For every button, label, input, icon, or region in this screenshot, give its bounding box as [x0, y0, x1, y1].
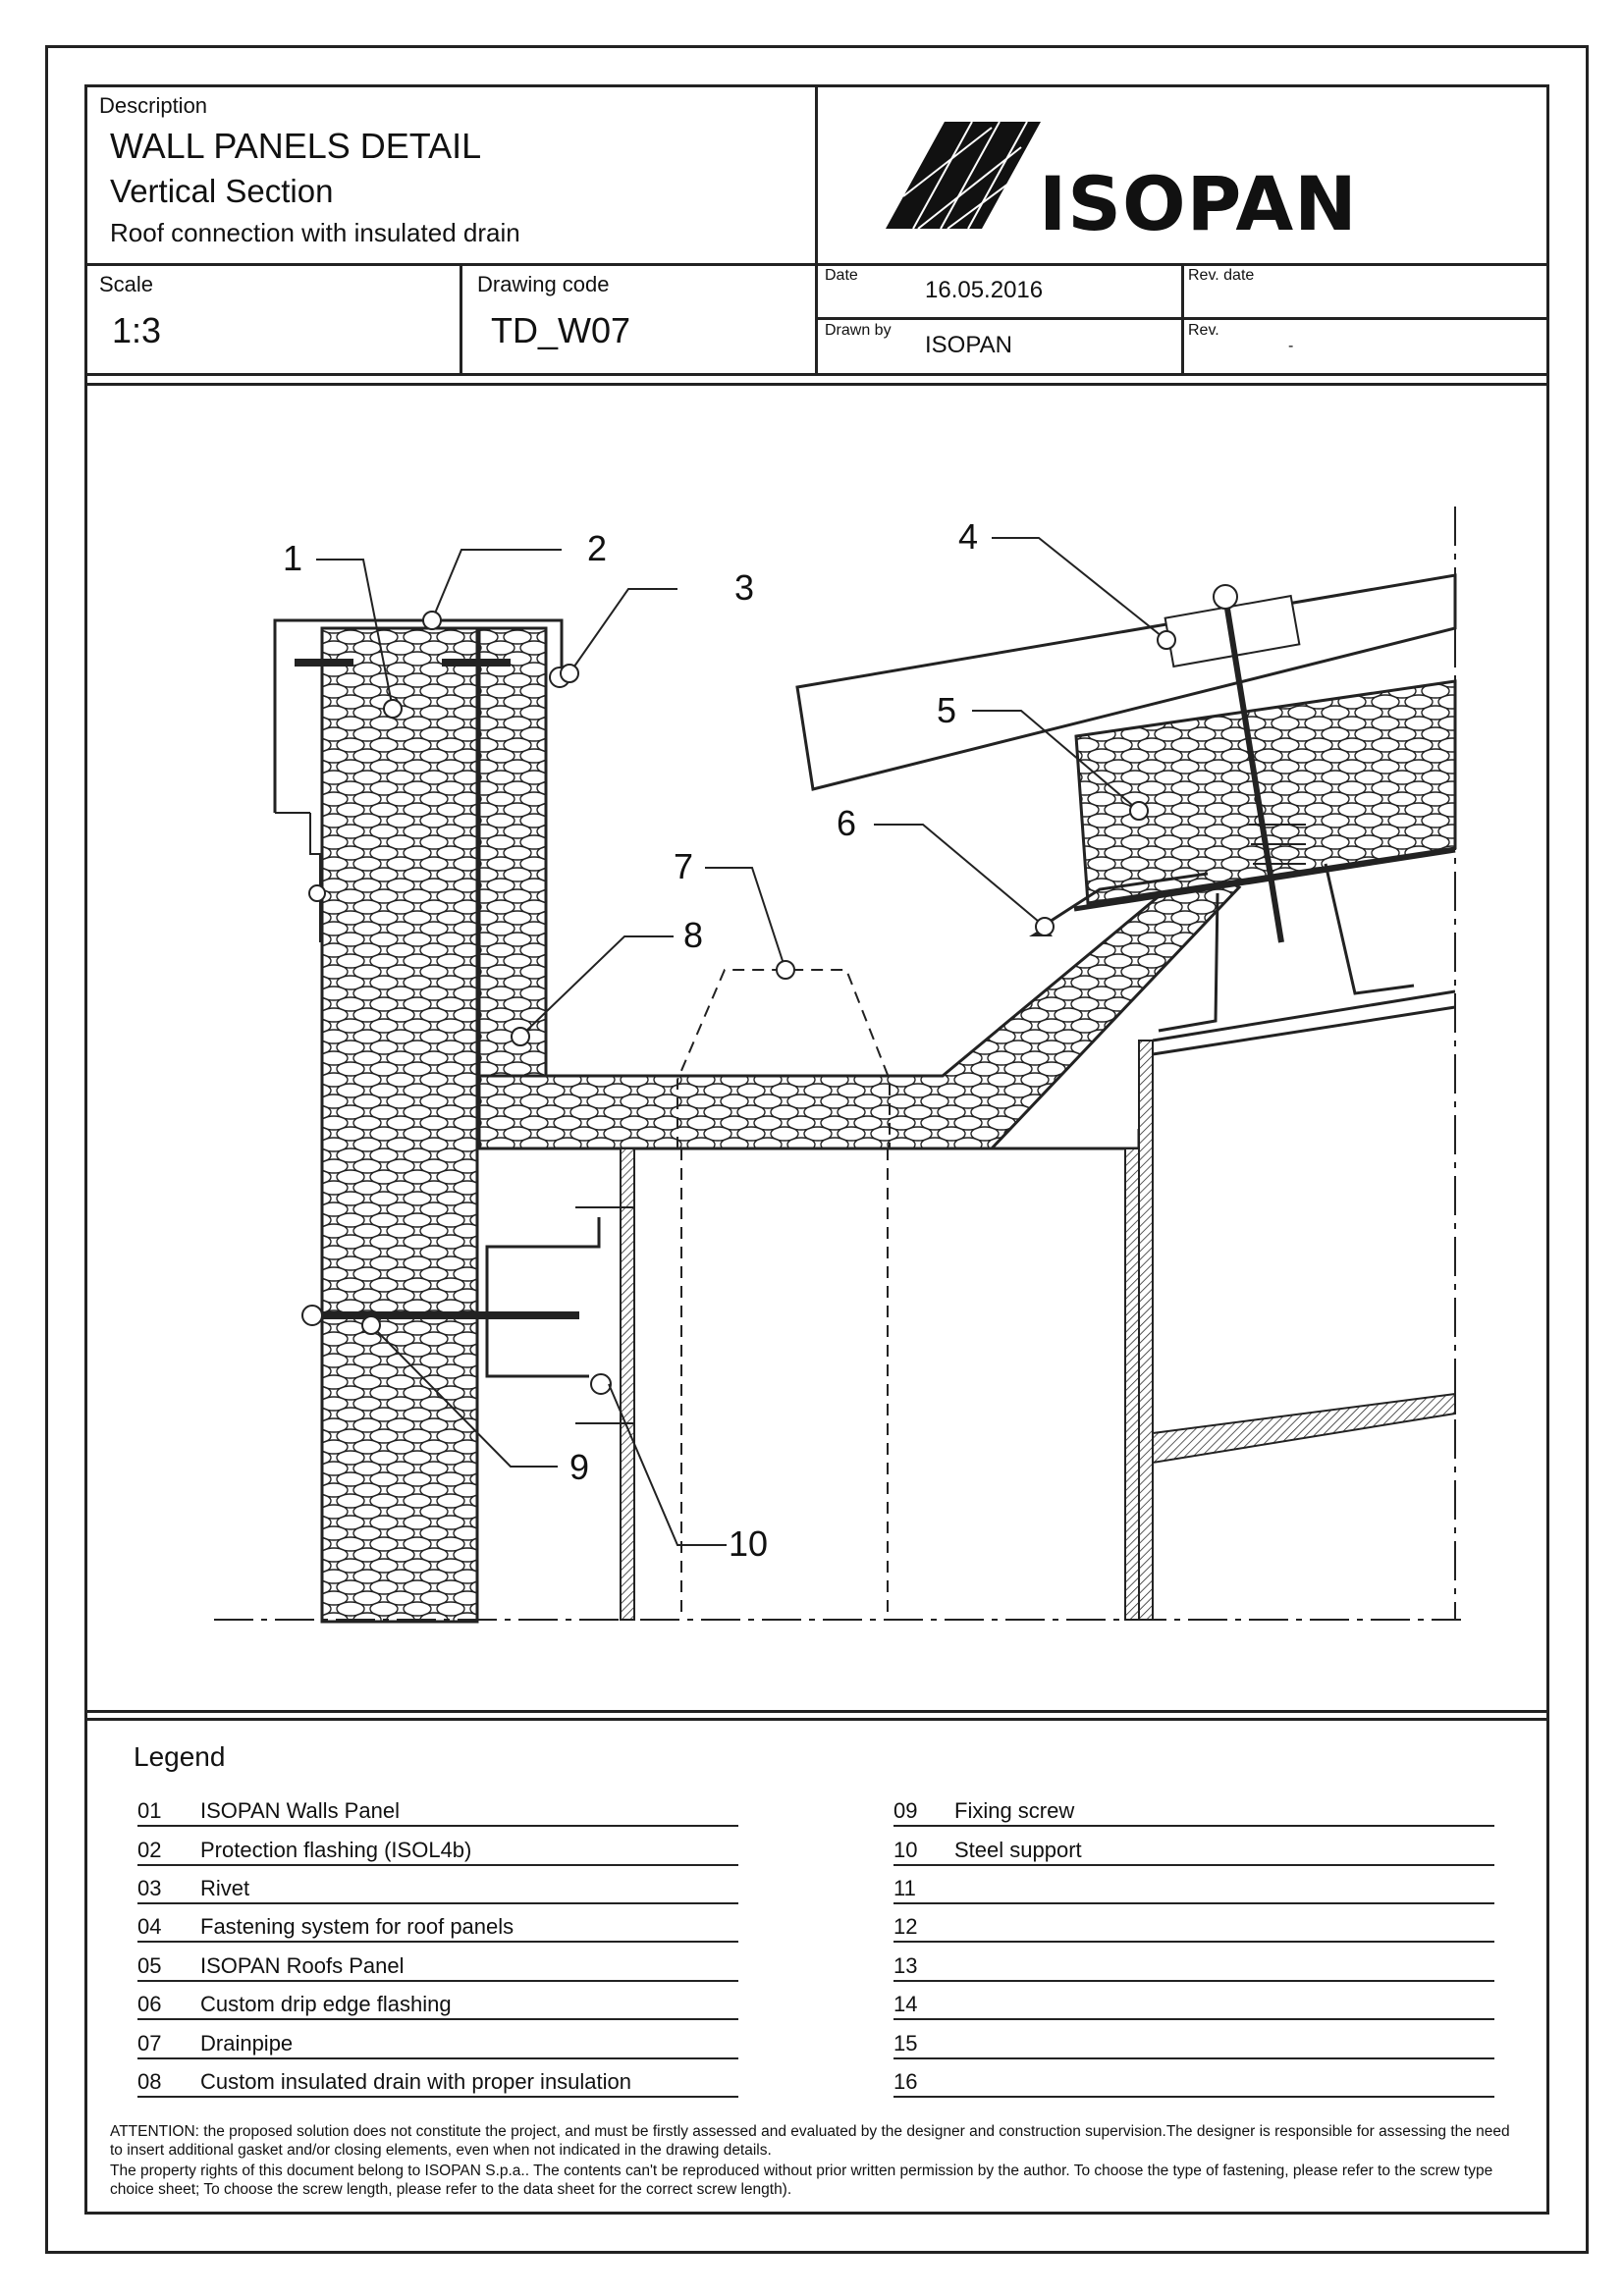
legend-line: [137, 1825, 738, 1827]
date-label: Date: [825, 267, 858, 284]
drawn-by-value: ISOPAN: [925, 332, 1012, 358]
title-divider-v2: [460, 263, 462, 373]
legend-num: 14: [893, 1992, 918, 2016]
legend-num: 15: [893, 2031, 918, 2056]
legend-text: Fastening system for roof panels: [200, 1914, 514, 1939]
legend-line: [893, 1980, 1494, 1982]
legend-line: [893, 1941, 1494, 1943]
legend-num: 01: [137, 1798, 162, 1823]
legend-text: Rivet: [200, 1876, 250, 1900]
callout-6: 6: [837, 803, 857, 843]
title-divider-h1: [84, 263, 1549, 266]
inner-border: [84, 84, 1549, 2215]
legend-line: [893, 1864, 1494, 1866]
legend-line: [137, 1941, 738, 1943]
scale-label: Scale: [99, 272, 154, 296]
legend-text: Fixing screw: [954, 1798, 1075, 1823]
legend-text: ISOPAN Roofs Panel: [200, 1953, 405, 1978]
legend-line: [137, 1980, 738, 1982]
legend-num: 03: [137, 1876, 162, 1900]
legend-area-top: [84, 1710, 1549, 1713]
legend-line: [137, 1902, 738, 1904]
rev-label: Rev.: [1188, 322, 1219, 339]
drawing-subtitle: Vertical Section: [110, 173, 334, 209]
callout-8: 8: [683, 915, 704, 955]
date-value: 16.05.2016: [925, 277, 1044, 303]
legend-line: [893, 1902, 1494, 1904]
drawing-code-value: TD_W07: [491, 310, 631, 350]
callout-1: 1: [283, 538, 303, 578]
legend-text: Drainpipe: [200, 2031, 294, 2056]
callout-7: 7: [674, 846, 694, 886]
legend-num: 11: [893, 1876, 916, 1900]
legend-text: ISOPAN Walls Panel: [200, 1798, 400, 1823]
legend-num: 09: [893, 1798, 918, 1823]
drawing-subtitle-2: Roof connection with insulated drain: [110, 218, 520, 247]
legend-area-top-2: [84, 1718, 1549, 1721]
description-label: Description: [99, 93, 208, 118]
drawing-area-top: [84, 383, 1549, 386]
legend-num: 04: [137, 1914, 162, 1939]
legend-line: [893, 2018, 1494, 2020]
drawing-title: WALL PANELS DETAIL: [110, 126, 482, 166]
legend-num: 06: [137, 1992, 162, 2016]
legend-line: [893, 2096, 1494, 2098]
legend-num: 05: [137, 1953, 162, 1978]
outer-border: [45, 45, 1589, 2254]
legend-text: Steel support: [954, 1838, 1082, 1862]
legend-title: Legend: [134, 1741, 226, 1772]
legend-line: [137, 2096, 738, 2098]
logo-wordmark: ISOPAN: [1039, 160, 1358, 247]
rev-value: -: [1288, 338, 1294, 354]
title-divider-h3: [84, 373, 1549, 376]
attention-note: ATTENTION: the proposed solution does no…: [110, 2123, 1510, 2159]
callout-5: 5: [937, 690, 957, 730]
scale-value: 1:3: [112, 310, 162, 350]
legend-text: Protection flashing (ISOL4b): [200, 1838, 472, 1862]
legend-num: 16: [893, 2069, 918, 2094]
legend-num: 02: [137, 1838, 162, 1862]
callout-2: 2: [587, 528, 608, 568]
callout-10: 10: [729, 1523, 769, 1564]
legend-text: Custom insulated drain with proper insul…: [200, 2069, 632, 2094]
callout-4: 4: [958, 516, 979, 557]
legend-line: [137, 1864, 738, 1866]
title-divider-v3: [1181, 263, 1184, 373]
legend-num: 12: [893, 1914, 918, 1939]
legend-line: [893, 1825, 1494, 1827]
drawing-code-label: Drawing code: [477, 272, 610, 296]
legend-line: [137, 2057, 738, 2059]
title-divider-v1: [815, 84, 818, 373]
legend-num: 10: [893, 1838, 918, 1862]
property-rights-note: The property rights of this document bel…: [110, 2163, 1493, 2198]
legend-num: 08: [137, 2069, 162, 2094]
callout-3: 3: [734, 567, 755, 608]
rev-date-label: Rev. date: [1188, 267, 1255, 284]
legend-num: 13: [893, 1953, 918, 1978]
legend-num: 07: [137, 2031, 162, 2056]
legend-line: [893, 2057, 1494, 2059]
legend-text: Custom drip edge flashing: [200, 1992, 452, 2016]
drawn-by-label: Drawn by: [825, 322, 892, 339]
legend-line: [137, 2018, 738, 2020]
callout-9: 9: [569, 1447, 590, 1487]
